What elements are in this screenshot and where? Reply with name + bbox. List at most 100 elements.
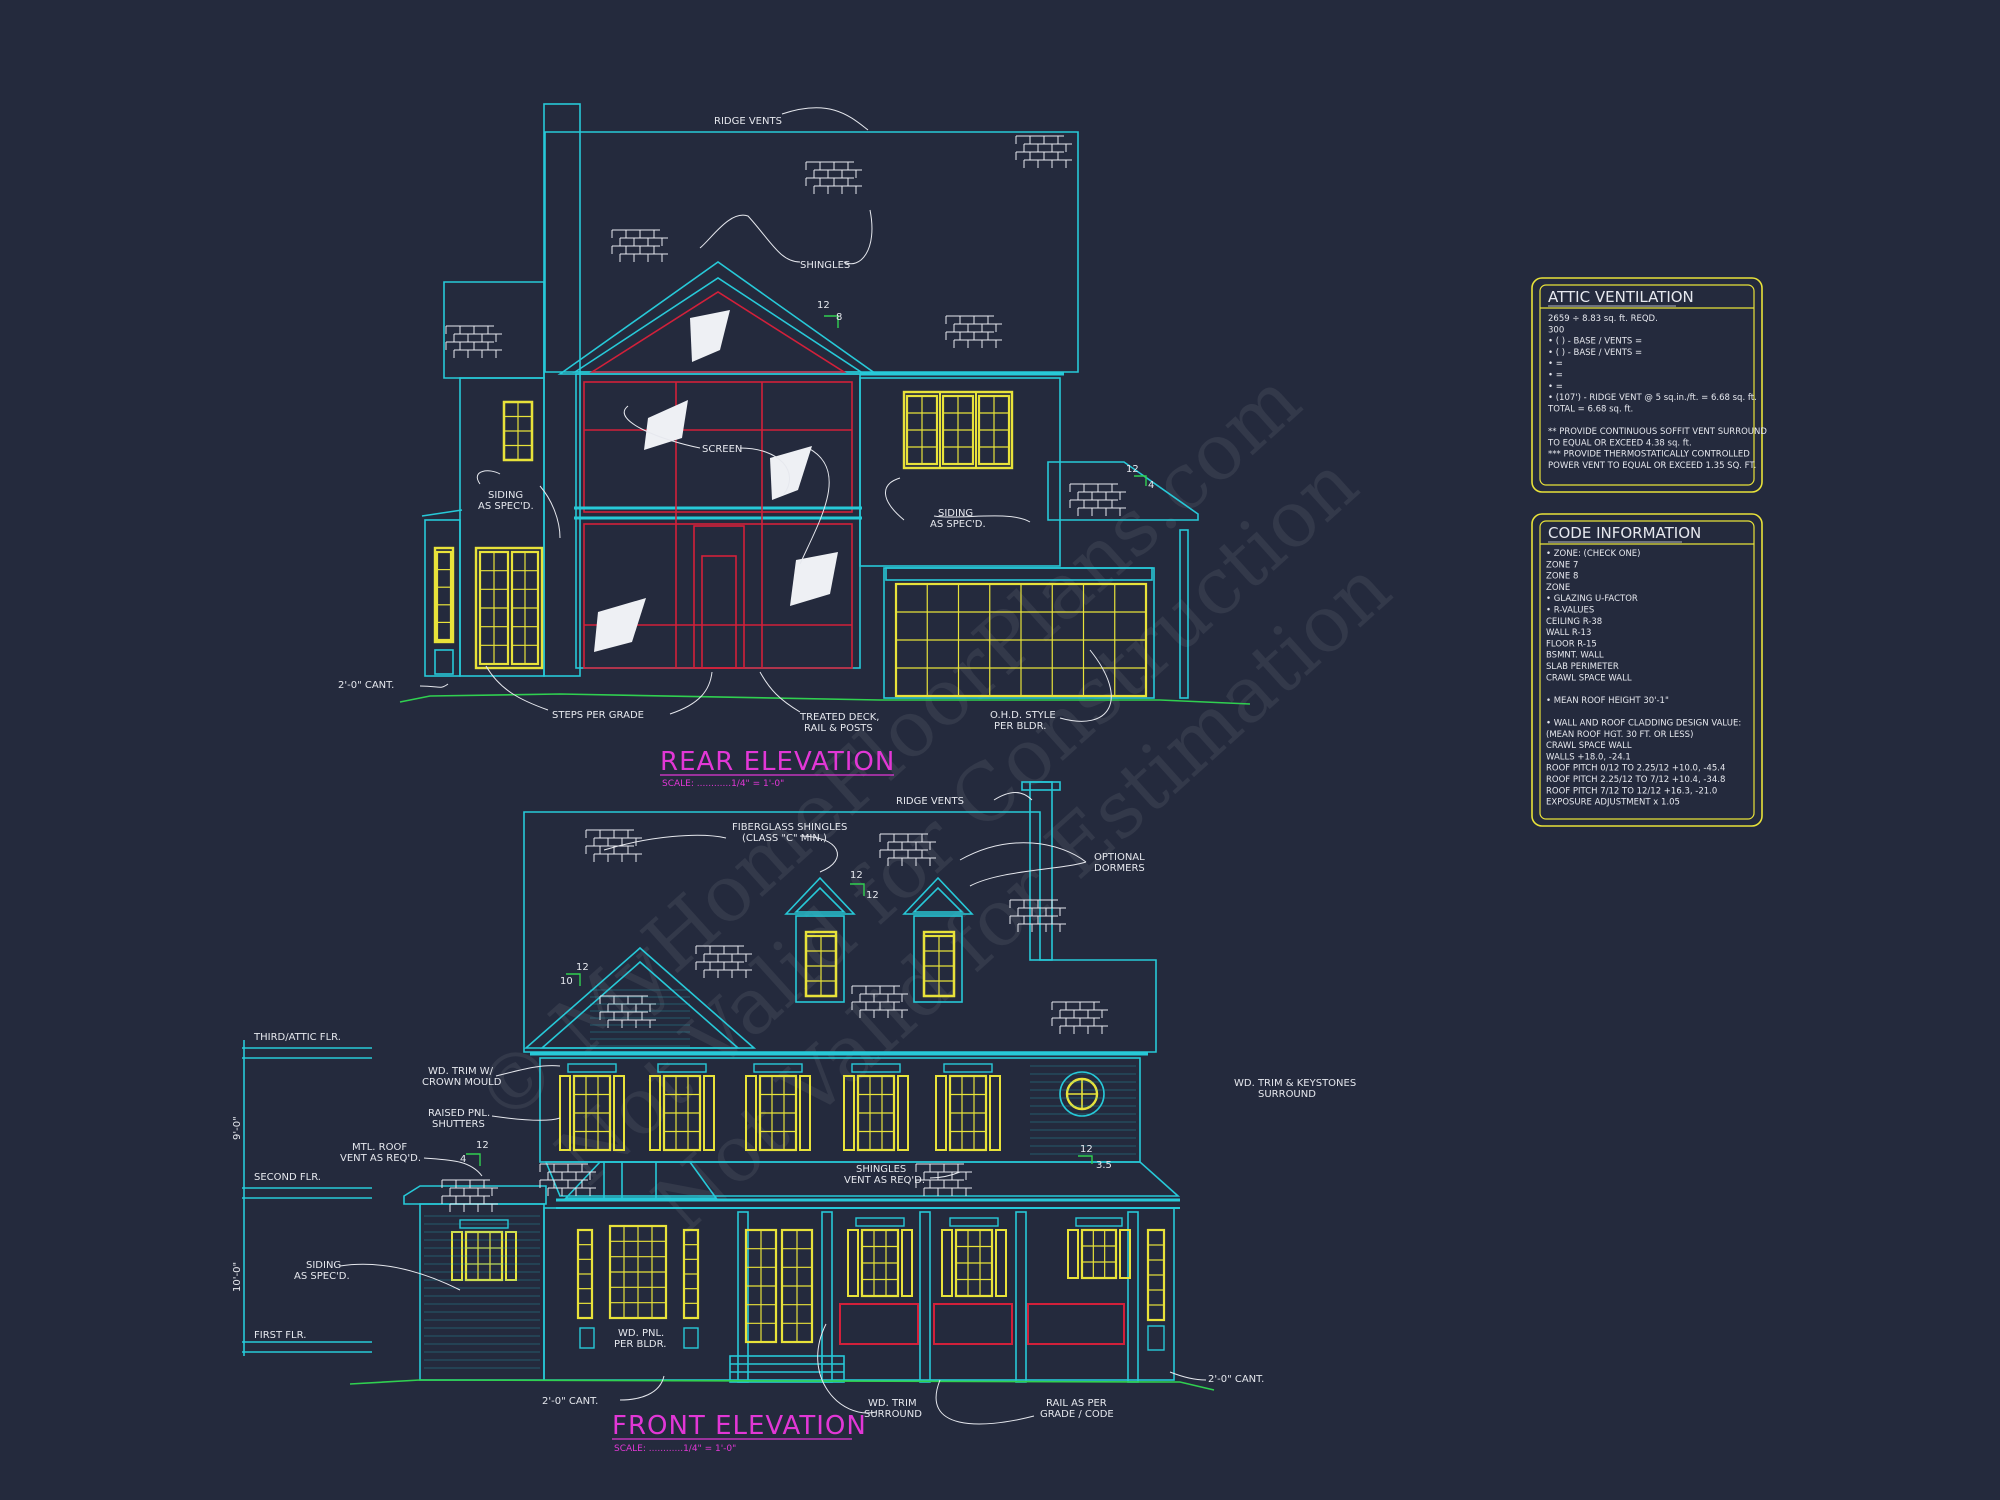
rear-window-grids xyxy=(435,394,1148,698)
attic-lines-line: *** PROVIDE THERMOSTATICALLY CONTROLLED xyxy=(1548,450,1750,460)
front-note-ridge-vents: RIDGE VENTS xyxy=(896,796,964,807)
rear-note-siding-left-1: SIDING xyxy=(488,490,523,501)
rear-note-siding-right-1: SIDING xyxy=(938,508,973,519)
attic-ventilation-panel: ATTIC VENTILATION 2659 ÷ 8.83 sq. ft. RE… xyxy=(1531,277,1767,493)
rear-elevation-scale: SCALE: ............1/4" = 1'-0" xyxy=(662,779,784,789)
front-right-porch-window-shutter xyxy=(1119,1229,1131,1279)
front-pitch-gable-rise: 10 xyxy=(560,976,573,987)
code-lines-line: • GLAZING U-FACTOR xyxy=(1546,594,1638,604)
rear-note-shingles: SHINGLES xyxy=(800,260,850,271)
front-right-porch-window-crown xyxy=(1075,1217,1123,1227)
front-note-pnl-1: WD. PNL. xyxy=(618,1328,664,1339)
attic-lines-line: • = xyxy=(1548,382,1563,392)
rear-note-cant: 2'-0" CANT. xyxy=(338,680,394,691)
front-porch-rail-2 xyxy=(933,1303,1013,1345)
front-note-keystones-1: WD. TRIM & KEYSTONES xyxy=(1234,1078,1356,1089)
code-lines-line: WALLS +18.0, -24.1 xyxy=(1546,752,1631,762)
code-lines-line: BSMNT. WALL xyxy=(1546,651,1604,661)
rear-main-roof xyxy=(544,131,1079,373)
front-note-shutters-1: RAISED PNL. xyxy=(428,1108,490,1119)
front-pitch-symbols xyxy=(466,883,1093,1166)
code-lines-line: CEILING R-38 xyxy=(1546,617,1602,627)
front-note-roof-vent-1: MTL. ROOF xyxy=(352,1142,407,1153)
front-siding-lines xyxy=(424,989,1136,1369)
front-note-cant-right: 2'-0" CANT. xyxy=(1208,1374,1264,1385)
rear-left-lower-window xyxy=(474,546,544,670)
front-porch-window-crown xyxy=(949,1217,999,1227)
front-porch-window-shutter xyxy=(847,1229,859,1297)
rear-left-porch xyxy=(424,519,461,677)
front-bay-roof xyxy=(564,1161,718,1199)
code-lines-line: WALL R-13 xyxy=(1546,628,1591,638)
code-lines-line: CRAWL SPACE WALL xyxy=(1546,673,1632,683)
front-grade-line xyxy=(349,1379,1215,1391)
front-note-trim-surround-1: WD. TRIM xyxy=(868,1398,917,1409)
attic-lines-line: • (107') - RIDGE VENT @ 5 sq.in./ft. = 6… xyxy=(1548,393,1757,403)
attic-lines-line: 2659 ÷ 8.83 sq. ft. REQD. xyxy=(1548,314,1658,324)
front-second-floor-window-crown xyxy=(943,1063,993,1073)
front-right-porch-window xyxy=(1080,1228,1118,1280)
code-lines-line: • ZONE: (CHECK ONE) xyxy=(1546,549,1640,559)
front-note-shingles-vent-1: SHINGLES xyxy=(856,1164,906,1175)
front-right-panel xyxy=(1147,1325,1165,1351)
rear-leaders xyxy=(419,107,1112,722)
front-note-shingles-vent-2: VENT AS REQ'D. xyxy=(844,1175,925,1186)
front-second-floor-window-shutter xyxy=(613,1075,625,1151)
rear-right-wall xyxy=(859,377,1061,567)
front-second-floor-window-shutter xyxy=(559,1075,571,1151)
front-elevation-scale: SCALE: ............1/4" = 1'-0" xyxy=(614,1444,736,1454)
rear-garage-roof xyxy=(1047,461,1199,521)
code-lines-line: SLAB PERIMETER xyxy=(1546,662,1619,672)
front-porch-rail-3 xyxy=(1027,1303,1125,1345)
attic-ventilation-title: ATTIC VENTILATION xyxy=(1548,288,1694,306)
front-right-porch-window-shutter xyxy=(1067,1229,1079,1279)
front-second-floor-window-crown xyxy=(851,1063,901,1073)
attic-lines-line: • = xyxy=(1548,359,1563,369)
code-information-title: CODE INFORMATION xyxy=(1548,524,1701,542)
front-round-window xyxy=(1059,1071,1105,1117)
front-note-fiberglass-2: (CLASS "C" MIN.) xyxy=(742,833,827,844)
rear-pitch-garage-run: 12 xyxy=(1126,464,1139,475)
front-porch-window-crown xyxy=(855,1217,905,1227)
attic-lines-line: TOTAL = 6.68 sq. ft. xyxy=(1547,404,1633,414)
front-second-floor-window-shutter xyxy=(703,1075,715,1151)
rear-pitch-main-run: 12 xyxy=(817,300,830,311)
front-porch-roof xyxy=(544,1161,1181,1197)
front-note-trim-crown-2: CROWN MOULD xyxy=(422,1077,502,1088)
front-note-keystones-2: SURROUND xyxy=(1258,1089,1316,1100)
attic-lines-line: TO EQUAL OR EXCEED 4.38 sq. ft. xyxy=(1547,438,1692,448)
front-note-trim-surround-2: SURROUND xyxy=(864,1409,922,1420)
rear-pitch-garage-rise: 4 xyxy=(1148,480,1154,491)
rear-note-deck-2: RAIL & POSTS xyxy=(804,723,873,734)
code-lines-line: • WALL AND ROOF CLADDING DESIGN VALUE: xyxy=(1546,719,1741,729)
rear-chimney xyxy=(543,103,581,677)
front-dormer-right xyxy=(902,876,974,915)
front-second-floor-window-shutter xyxy=(935,1075,947,1151)
rear-note-ohd-1: O.H.D. STYLE xyxy=(990,710,1056,721)
front-note-trim-crown-1: WD. TRIM W/ xyxy=(428,1066,494,1077)
code-lines-line: ROOF PITCH 0/12 TO 2.25/12 +10.0, -45.4 xyxy=(1546,764,1725,774)
front-second-floor-window-shutter xyxy=(745,1075,757,1151)
front-left-wing-wall xyxy=(419,1203,545,1381)
front-leaders xyxy=(339,792,1207,1425)
rear-right-upper-windows xyxy=(902,390,1014,470)
front-porch-window-shutter xyxy=(995,1229,1007,1297)
front-second-floor-window-shutter xyxy=(897,1075,909,1151)
front-pitch-right-run: 12 xyxy=(1080,1144,1093,1155)
front-pitch-dormer-rise: 12 xyxy=(866,890,879,901)
front-note-rail-1: RAIL AS PER xyxy=(1046,1398,1107,1409)
rear-left-side-window-grid xyxy=(435,550,453,642)
front-level-first: FIRST FLR. xyxy=(254,1330,306,1341)
front-note-fiberglass-1: FIBERGLASS SHINGLES xyxy=(732,822,847,833)
front-pitch-porch-rise: 4 xyxy=(460,1154,466,1165)
code-lines-line: ZONE 8 xyxy=(1546,572,1578,582)
code-lines-line: FLOOR R-15 xyxy=(1546,639,1597,649)
code-lines-line: ZONE xyxy=(1546,583,1570,593)
front-note-rail-2: GRADE / CODE xyxy=(1040,1409,1114,1420)
front-bay-panel xyxy=(683,1327,699,1349)
rear-note-siding-left-2: AS SPEC'D. xyxy=(478,501,534,512)
front-second-floor-window-shutter xyxy=(649,1075,661,1151)
attic-lines-line: • ( ) - BASE / VENTS = xyxy=(1548,337,1642,347)
front-steps xyxy=(729,1355,845,1383)
